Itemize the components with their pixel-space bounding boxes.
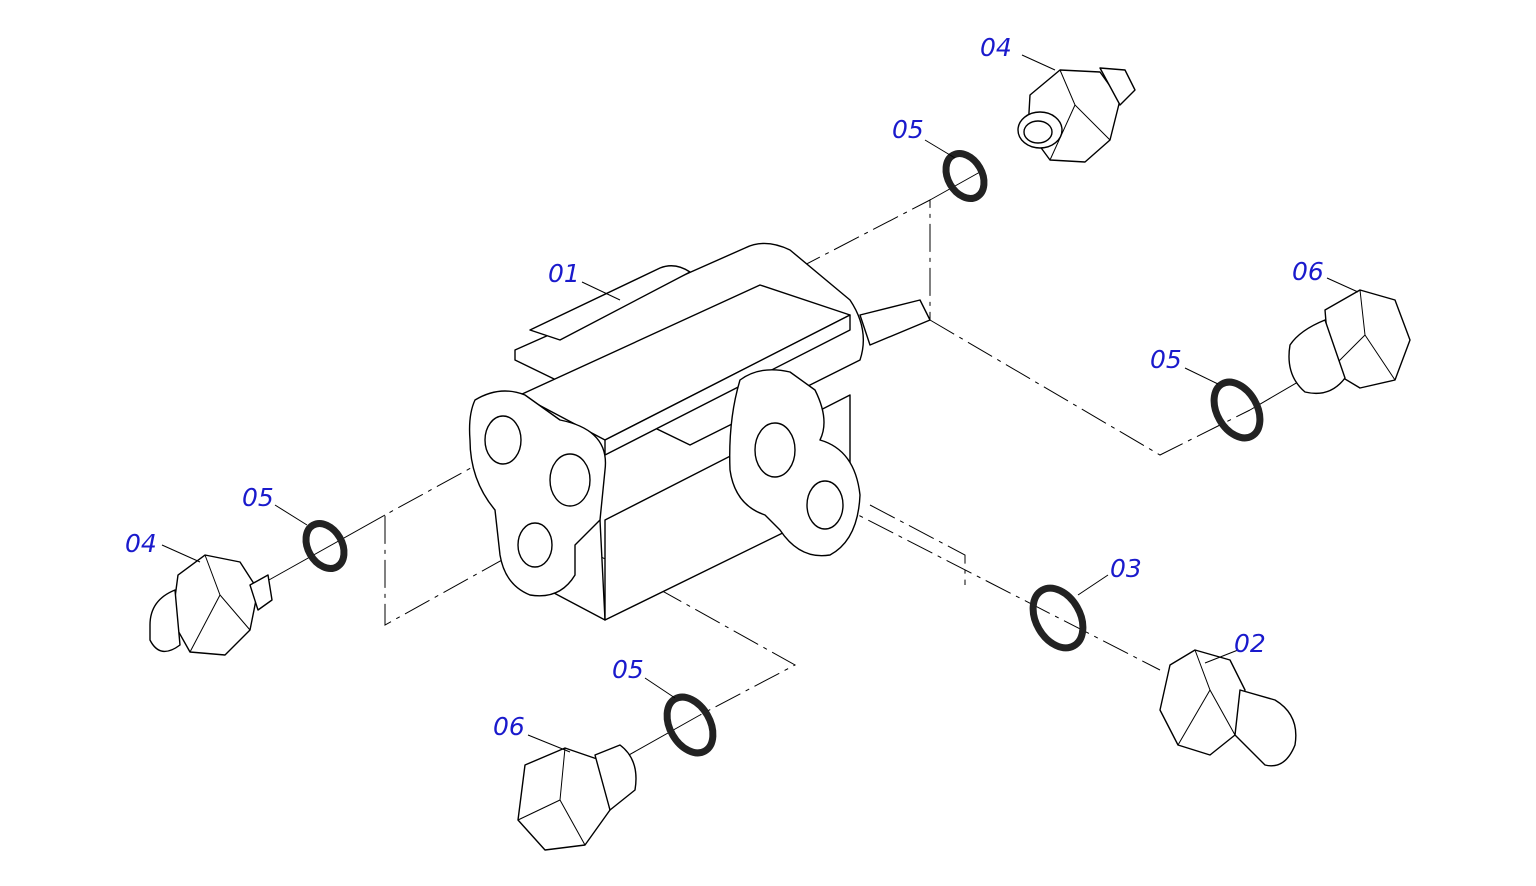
fitting-04-top <box>1017 67 1136 163</box>
callout-04-left: 04 <box>125 529 157 558</box>
fitting-04-left <box>149 554 273 656</box>
callout-06-bottom: 06 <box>493 712 525 741</box>
callout-05-top: 05 <box>892 115 924 144</box>
oring-05-bottom <box>663 693 717 757</box>
fitting-02 <box>1159 649 1297 767</box>
callout-04-top: 04 <box>980 33 1012 62</box>
callout-01: 01 <box>548 259 580 288</box>
leader-lines <box>161 54 1359 753</box>
plug-06-right <box>1288 289 1411 395</box>
callout-labels: 01 04 05 06 05 05 04 03 02 05 06 <box>125 33 1324 741</box>
oring-05-left <box>302 520 348 572</box>
callout-05-left: 05 <box>242 483 274 512</box>
main-body <box>468 242 931 621</box>
oring-05-right <box>1210 378 1264 442</box>
callout-02: 02 <box>1234 629 1266 658</box>
oring-03 <box>1029 584 1087 652</box>
callout-03: 03 <box>1110 554 1142 583</box>
callout-05-bottom: 05 <box>612 655 644 684</box>
callout-05-right: 05 <box>1150 345 1182 374</box>
callout-06-right: 06 <box>1292 257 1324 286</box>
oring-05-top <box>942 150 988 202</box>
plug-06-bottom <box>517 744 637 851</box>
